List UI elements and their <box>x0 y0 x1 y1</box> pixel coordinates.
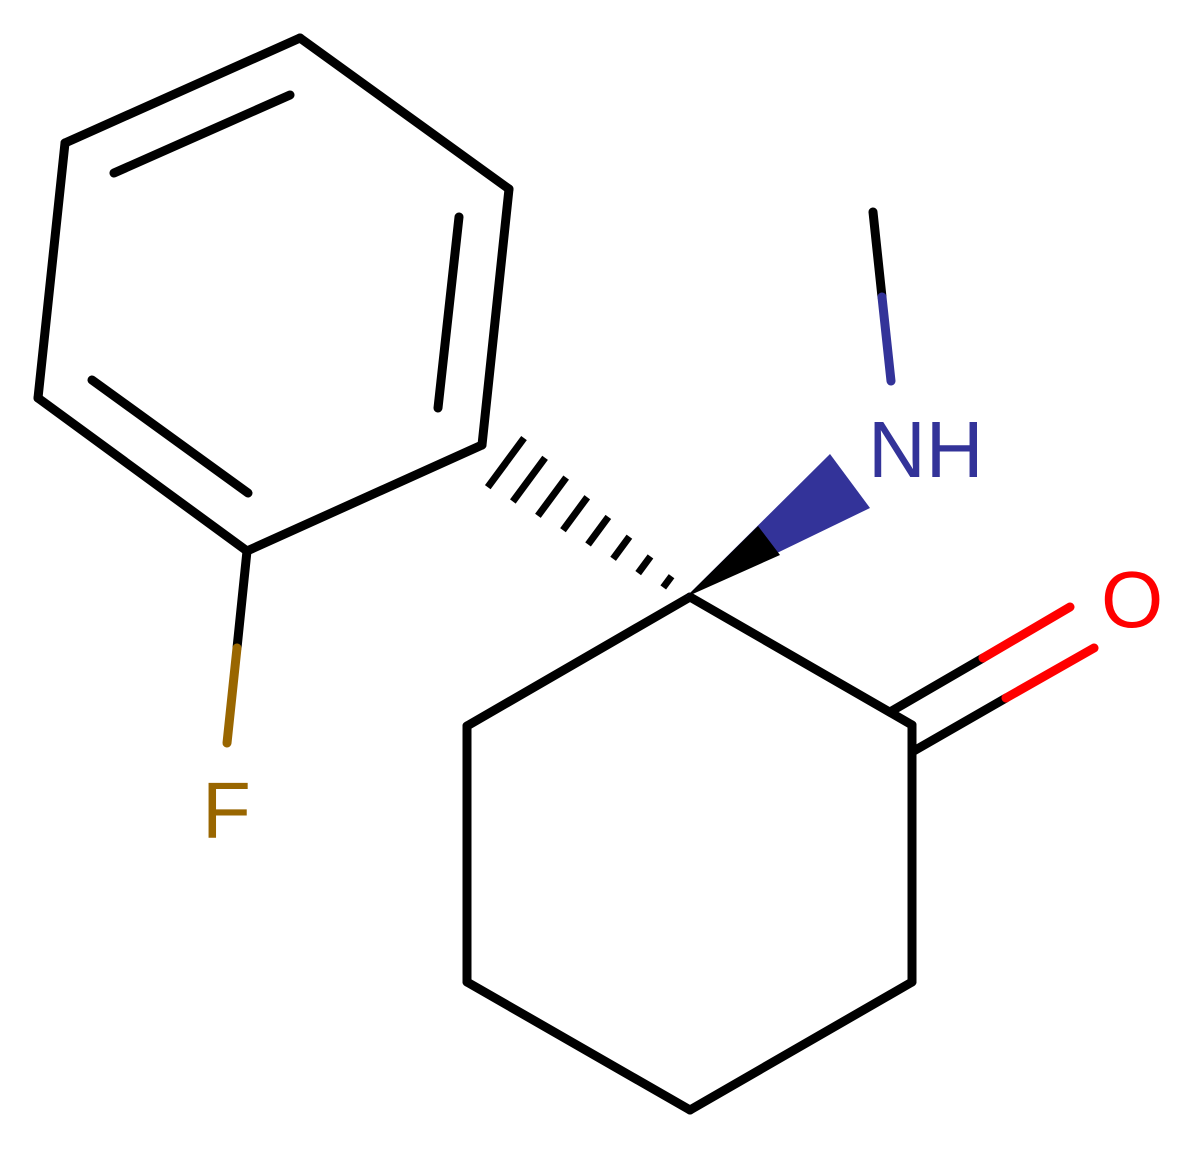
hashed-wedge-bond <box>484 435 675 590</box>
bond <box>685 592 917 730</box>
bond <box>60 33 305 148</box>
bond <box>242 440 487 556</box>
double-bond-inner <box>87 375 253 498</box>
bond-methyl-nitrogen-half <box>877 292 896 386</box>
bonds <box>33 33 1099 1115</box>
hash-mark <box>660 574 675 590</box>
wedge-bond-carbon-half <box>686 526 780 597</box>
bond-c-f <box>232 546 252 653</box>
atom-label-fluorine: F <box>202 766 251 855</box>
hash-mark <box>560 495 591 533</box>
atom-label-oxygen: O <box>1101 555 1163 644</box>
bond-methyl <box>868 207 887 302</box>
bond <box>685 977 917 1115</box>
double-bond-inner <box>109 90 295 178</box>
bond-c-f-fluorine-half <box>222 643 242 748</box>
double-bond-inner <box>433 212 464 413</box>
bond <box>477 184 514 450</box>
bond <box>33 393 252 556</box>
bond <box>33 138 70 403</box>
bond <box>462 592 695 731</box>
bond-c-o-oxygen-half <box>1001 643 1099 703</box>
bond-c-o-oxygen-half <box>978 602 1075 663</box>
hash-mark <box>510 455 548 504</box>
atom-label-amine: NH <box>868 405 984 494</box>
hash-mark <box>484 435 527 490</box>
hash-mark <box>635 554 654 576</box>
bond-c-o <box>885 653 988 717</box>
hash-mark <box>535 475 569 518</box>
bond <box>462 977 695 1115</box>
hash-mark <box>610 534 633 561</box>
hash-mark <box>585 514 612 547</box>
bond-c-o <box>907 693 1011 757</box>
bond <box>295 33 514 194</box>
